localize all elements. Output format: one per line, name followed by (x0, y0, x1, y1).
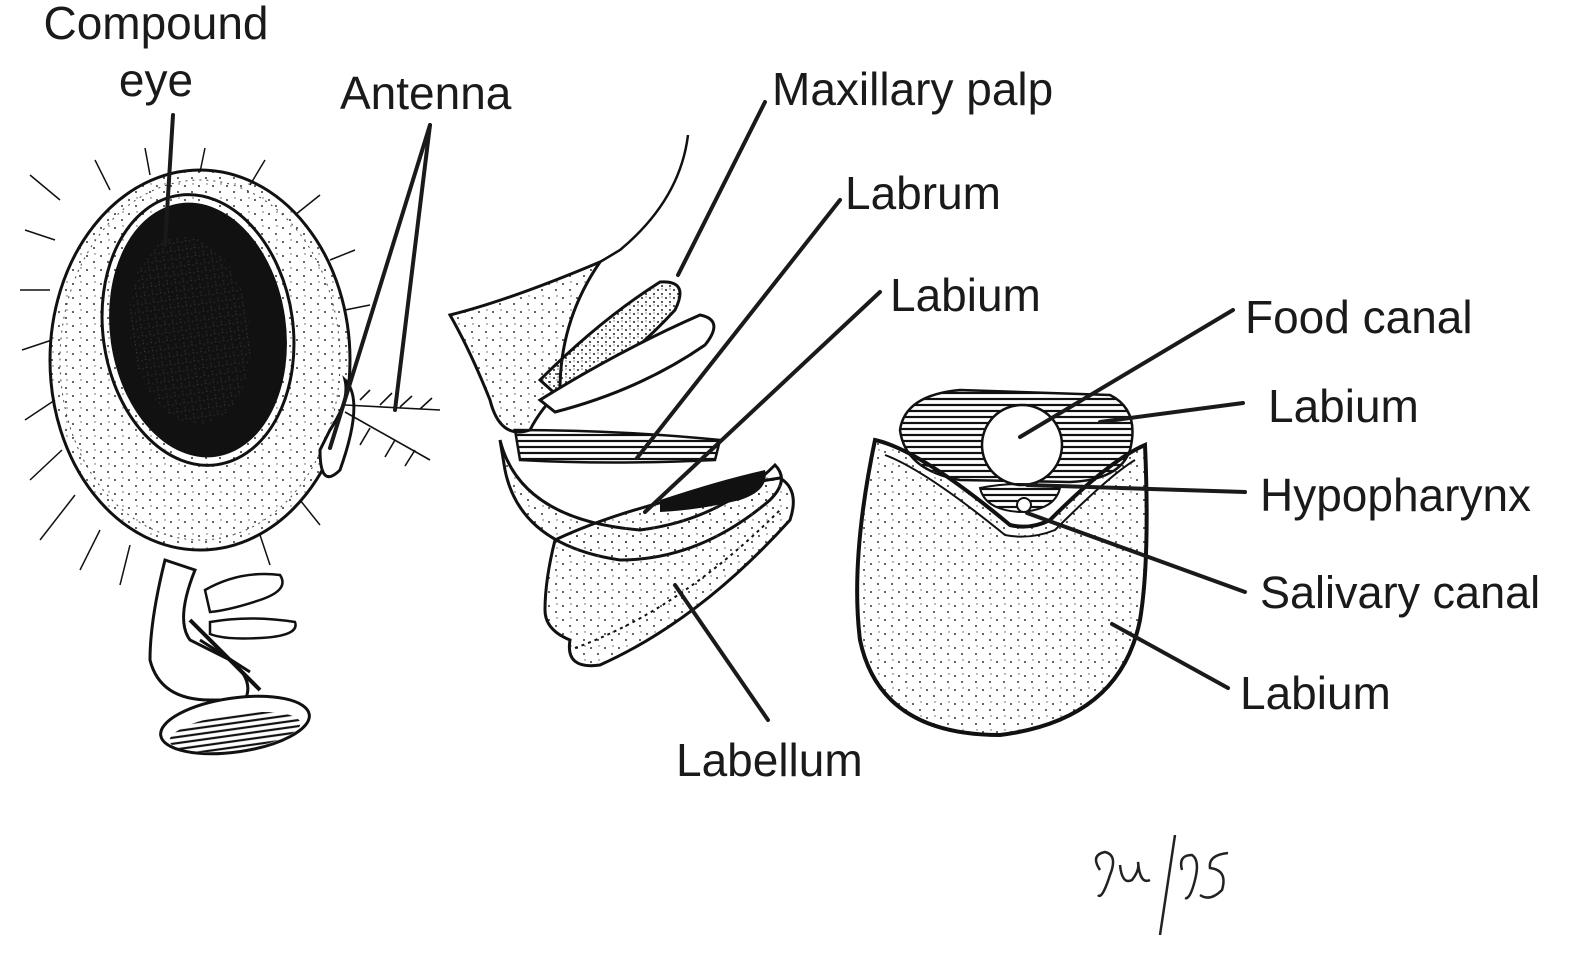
label-compound-eye: Compound eye (30, 0, 282, 103)
label-labium-cs-top: Labium (1268, 380, 1419, 432)
label-labium-cs-bottom: Labium (1240, 667, 1391, 719)
proboscis-side-view (447, 134, 795, 668)
label-labium-side: Labium (890, 269, 1041, 321)
leader-hypopharynx (1025, 483, 1247, 494)
leader-compound-eye (163, 113, 175, 247)
leader-antenna-a (328, 123, 432, 450)
leader-maxillary-palp (676, 100, 767, 277)
leader-labrum (635, 198, 842, 460)
leader-antenna-b (393, 123, 432, 412)
label-labrum: Labrum (845, 167, 1001, 219)
leader-salivary-canal (1025, 511, 1247, 594)
proboscis-cross-section (855, 388, 1149, 738)
label-compound-eye-line2: eye (118, 54, 194, 106)
leader-food-canal (1018, 308, 1235, 439)
label-hypopharynx: Hypopharynx (1260, 469, 1532, 521)
leader-labium-cs-bottom (1110, 622, 1230, 690)
label-food-canal: Food canal (1245, 291, 1473, 343)
leader-labium-side (643, 290, 882, 514)
label-maxillary-palp: Maxillary palp (772, 63, 1054, 115)
label-salivary-canal: Salivary canal (1260, 567, 1541, 618)
label-labellum: Labellum (676, 734, 863, 786)
leader-labium-cs-top (1098, 401, 1245, 424)
leader-labellum (673, 583, 770, 722)
label-compound-eye-line1: Compound (43, 0, 269, 49)
label-antenna: Antenna (340, 67, 512, 119)
artist-signature (1094, 834, 1229, 936)
fly-head (20, 147, 441, 756)
leader-lines (163, 100, 1247, 722)
